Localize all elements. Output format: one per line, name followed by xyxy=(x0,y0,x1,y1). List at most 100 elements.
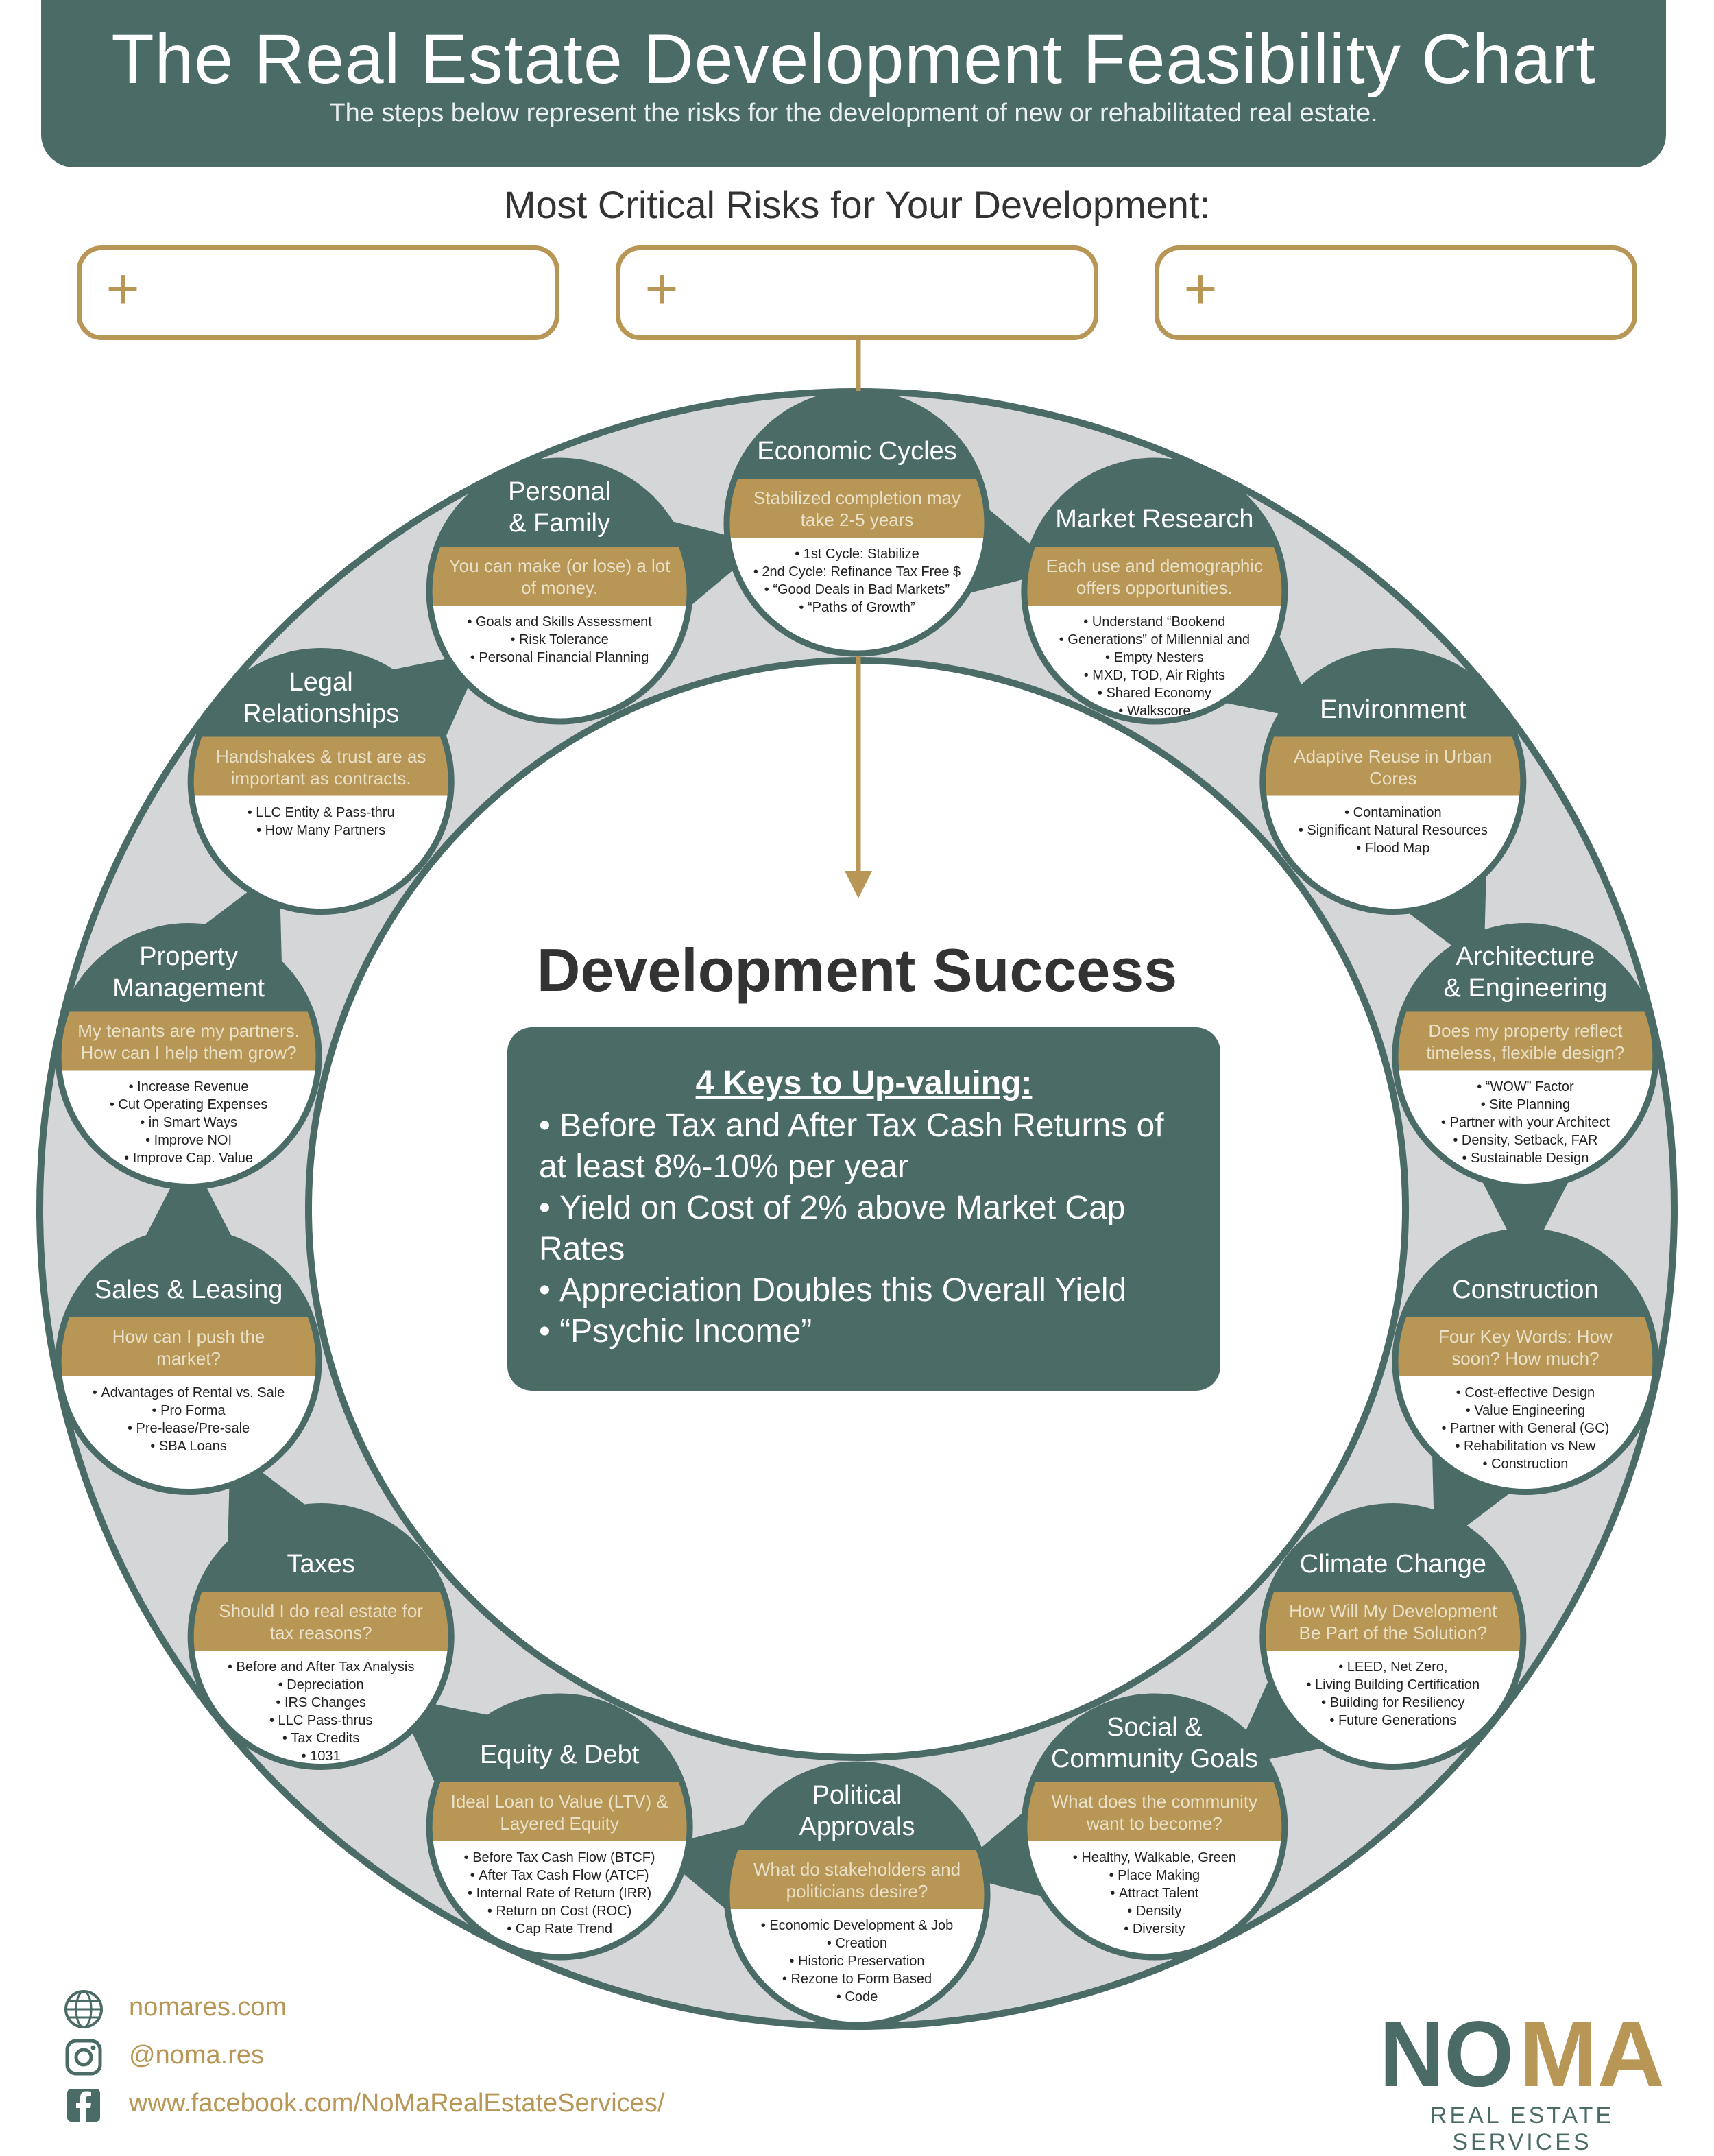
bubble-question-band xyxy=(1024,547,1285,606)
step-item: Future Generations xyxy=(1277,1712,1510,1729)
step-question-line: timeless, flexible design? xyxy=(1426,1042,1625,1064)
step-item: Partner with General (GC) xyxy=(1409,1420,1642,1437)
step-item: 2nd Cycle: Refinance Tax Free $ xyxy=(740,563,974,581)
step-item: Building for Resiliency xyxy=(1277,1694,1510,1712)
bubble-outline xyxy=(1259,648,1527,915)
bubble-question-band xyxy=(1395,1011,1656,1071)
step-item: Density xyxy=(1038,1902,1271,1920)
step-title-line: Community Goals xyxy=(1050,1744,1258,1773)
step-item: Partner with your Architect xyxy=(1409,1114,1642,1131)
bubble-question-band xyxy=(58,1011,319,1071)
page-subtitle: The steps below represent the risks for … xyxy=(329,99,1378,128)
key-item: Yield on Cost of 2% above Market Cap Rat… xyxy=(539,1188,1197,1270)
step-question-line: Handshakes & trust are as xyxy=(215,745,426,767)
risk-box-1[interactable]: + xyxy=(77,245,559,340)
keys-list: Before Tax and After Tax Cash Returns of… xyxy=(539,1105,1197,1352)
step-item: Rehabilitation vs New xyxy=(1409,1437,1642,1455)
bubble-question-band xyxy=(1395,1317,1656,1376)
step-items: Increase RevenueCut Operating Expensesin… xyxy=(72,1078,305,1167)
step-question-line: You can make (or lose) a lot xyxy=(448,555,671,577)
footer-facebook-row[interactable]: www.facebook.com/NoMaRealEstateServices/ xyxy=(63,2085,886,2126)
footer-website-row[interactable]: nomares.com xyxy=(63,1989,886,2030)
facebook-icon xyxy=(67,2089,100,2122)
step-title-line: Environment xyxy=(1320,695,1466,724)
step-item: Cut Operating Expenses xyxy=(72,1096,305,1114)
plus-icon[interactable]: + xyxy=(644,256,679,321)
step-question-line: want to become? xyxy=(1086,1812,1222,1834)
bubble-question-band xyxy=(429,547,690,606)
step-question-line: Should I do real estate for xyxy=(219,1601,424,1622)
plus-icon[interactable]: + xyxy=(106,256,140,321)
step-item: Creation xyxy=(740,1935,974,1952)
instagram-link[interactable]: @noma.res xyxy=(129,2041,264,2070)
step-item: Goals and Skills Assessment xyxy=(443,613,676,631)
step-item: Place Making xyxy=(1038,1867,1271,1884)
step-item: IRS Changes xyxy=(204,1694,437,1712)
step-question-line: Four Key Words: How xyxy=(1438,1326,1613,1347)
step-title-line: Property xyxy=(139,942,238,972)
step-items: Cost-effective DesignValue EngineeringPa… xyxy=(1409,1384,1642,1473)
step-item: “WOW” Factor xyxy=(1409,1078,1642,1096)
step-item: 1031 xyxy=(204,1747,437,1765)
step-item: 1st Cycle: Stabilize xyxy=(740,545,974,563)
step-items: LLC Entity & Pass-thruHow Many Partners xyxy=(204,804,437,839)
bubble-outline xyxy=(1259,1502,1527,1770)
step-item: Risk Tolerance xyxy=(443,631,676,649)
bubble-outline xyxy=(426,457,693,725)
noma-logo: NO MA xyxy=(1379,2009,1665,2092)
step-item: Construction xyxy=(1409,1455,1642,1473)
step-item: Increase Revenue xyxy=(72,1078,305,1096)
footer-instagram-row[interactable]: @noma.res xyxy=(63,2037,886,2078)
key-item: Before Tax and After Tax Cash Returns of… xyxy=(539,1105,1197,1188)
step-title: Social &Community Goals xyxy=(1038,1712,1271,1775)
step-title-line: Taxes xyxy=(287,1550,355,1579)
bubble-question-band xyxy=(1024,1782,1285,1841)
step-question-line: Layered Equity xyxy=(500,1812,619,1834)
step-item: Empty Nesters xyxy=(1038,649,1271,667)
bubble-outline xyxy=(55,1228,322,1496)
logo-tagline: REAL ESTATE SERVICES xyxy=(1429,2103,1615,2155)
step-item: Depreciation xyxy=(204,1676,437,1694)
step-item: Cap Rate Trend xyxy=(443,1920,676,1938)
step-title: Architecture& Engineering xyxy=(1409,941,1642,1004)
step-item: Personal Financial Planning xyxy=(443,649,676,667)
step-title-line: Social & xyxy=(1107,1712,1203,1742)
step-question-line: soon? How much? xyxy=(1451,1348,1600,1369)
step-title: Environment xyxy=(1277,694,1510,726)
step-title-line: Relationships xyxy=(243,699,400,728)
step-item: LEED, Net Zero, xyxy=(1277,1658,1510,1676)
step-items: Healthy, Walkable, GreenPlace MakingAttr… xyxy=(1038,1849,1271,1938)
step-question-line: How Will My Development xyxy=(1289,1601,1497,1622)
risk-box-3[interactable]: + xyxy=(1155,245,1637,340)
step-title-line: Market Research xyxy=(1055,505,1254,534)
step-item: Improve NOI xyxy=(72,1131,305,1149)
bubble-outline xyxy=(723,1761,991,2028)
step-item: Economic Development & Job xyxy=(740,1917,974,1935)
bubble-outline xyxy=(1392,922,1659,1190)
step-item: Shared Economy xyxy=(1038,684,1271,702)
step-question-line: politicians desire? xyxy=(786,1881,928,1902)
page-title: The Real Estate Development Feasibility … xyxy=(111,20,1596,98)
step-item: Rezone to Form Based xyxy=(740,1970,974,1988)
key-item: “Psychic Income” xyxy=(539,1311,1197,1352)
step-items: LEED, Net Zero,Living Building Certifica… xyxy=(1277,1658,1510,1729)
step-items: Economic Development & JobCreationHistor… xyxy=(740,1917,974,2006)
step-title-line: Construction xyxy=(1452,1275,1599,1304)
logo-wordmark-left: NO xyxy=(1379,2009,1514,2092)
step-item: Generations” of Millennial and xyxy=(1038,631,1271,649)
facebook-link[interactable]: www.facebook.com/NoMaRealEstateServices/ xyxy=(129,2089,665,2118)
plus-icon[interactable]: + xyxy=(1183,256,1218,321)
website-link[interactable]: nomares.com xyxy=(129,1993,287,2022)
step-item: How Many Partners xyxy=(204,822,437,839)
risk-box-2[interactable]: + xyxy=(616,245,1098,340)
step-title: Taxes xyxy=(204,1548,437,1580)
